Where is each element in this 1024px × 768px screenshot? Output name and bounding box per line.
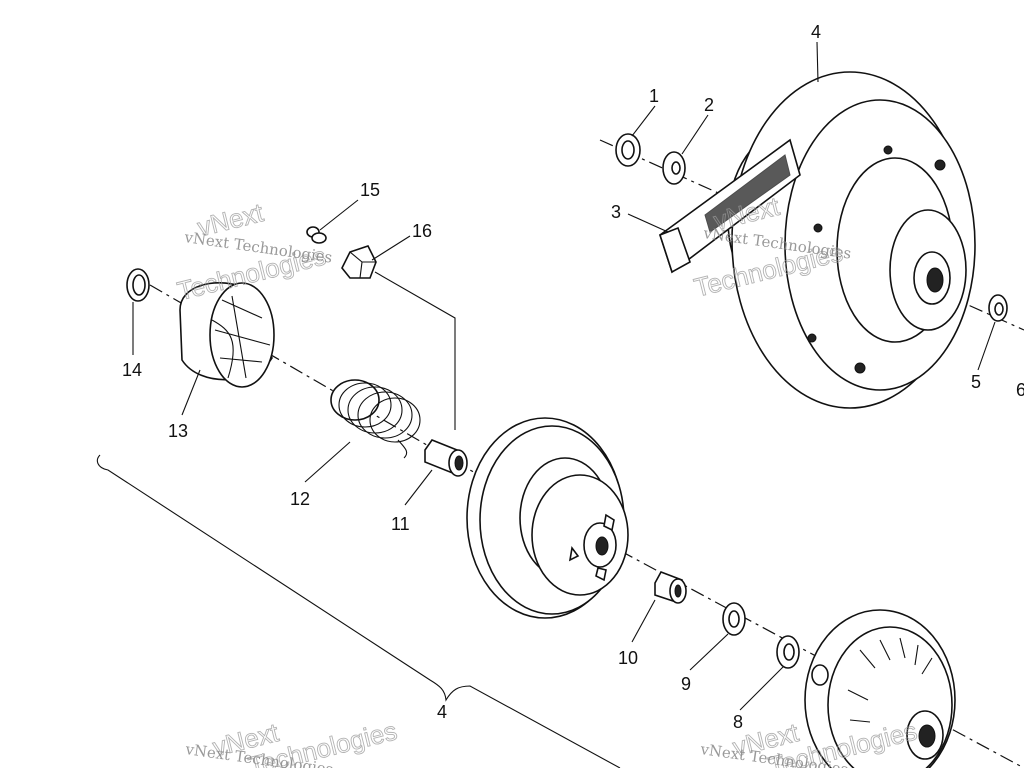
roller-16	[341, 245, 377, 279]
callout-11: 11	[391, 514, 410, 534]
callout-4-top: 4	[811, 22, 821, 42]
washer-8	[776, 635, 800, 669]
callout-2: 2	[704, 95, 714, 115]
helix-cam-bottom	[804, 609, 956, 768]
leader-lines	[132, 41, 996, 711]
washer-1	[615, 133, 641, 167]
callout-3: 3	[611, 202, 621, 222]
bushing-11	[424, 439, 468, 477]
callout-8: 8	[733, 712, 743, 732]
callout-14: 14	[122, 360, 142, 380]
callout-4-bottom: 4	[437, 702, 447, 722]
drive-belt	[659, 138, 801, 274]
spring-12	[330, 379, 421, 459]
spider-13	[179, 282, 275, 388]
washer-9	[722, 602, 746, 636]
sheave-disc-middle	[466, 417, 629, 619]
washer-2	[662, 151, 686, 185]
snap-ring-14	[126, 268, 150, 302]
callout-16: 16	[412, 221, 432, 241]
leader-16-path	[374, 271, 456, 430]
washer-5	[988, 294, 1008, 322]
assembly-bracket	[96, 454, 621, 768]
callout-6: 6	[1016, 380, 1024, 400]
callout-1: 1	[649, 86, 659, 106]
bolt-15	[306, 226, 327, 244]
callout-15: 15	[360, 180, 380, 200]
callout-9: 9	[681, 674, 691, 694]
callout-12: 12	[290, 489, 310, 509]
bushing-10	[654, 571, 687, 604]
callout-10: 10	[618, 648, 638, 668]
callout-5: 5	[971, 372, 981, 392]
callout-13: 13	[168, 421, 188, 441]
